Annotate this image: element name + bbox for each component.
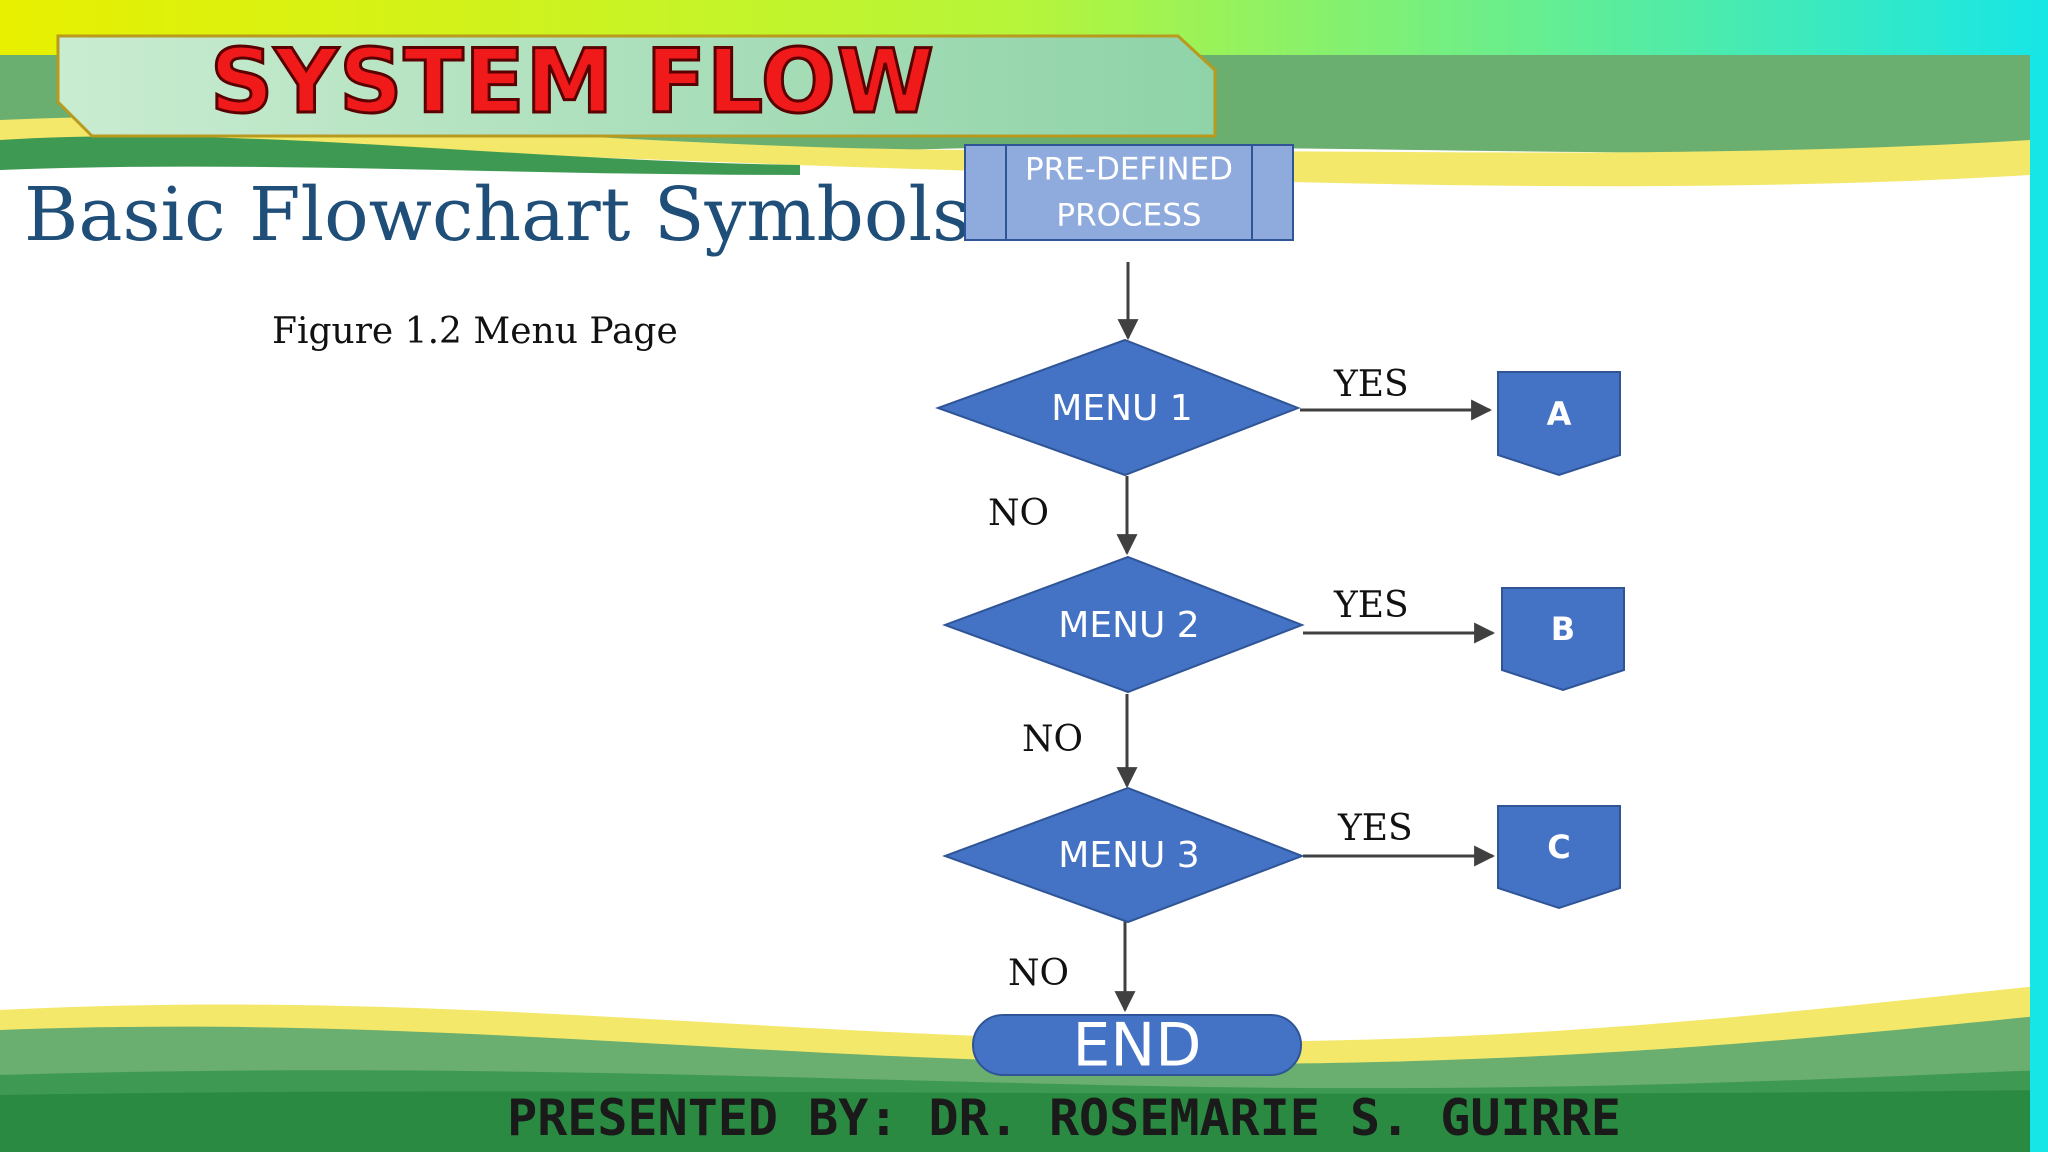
edge-label-yes-1: YES xyxy=(1333,364,1409,405)
process-label-line2: PROCESS xyxy=(1056,198,1201,234)
decision-menu-3-label: MENU 3 xyxy=(1058,835,1199,876)
process-label-line1: PRE-DEFINED xyxy=(1025,152,1233,188)
connector-c-label: C xyxy=(1547,828,1570,866)
end-terminator: END xyxy=(972,1011,1302,1081)
connector-a: A xyxy=(1497,371,1621,477)
decision-menu-1-label: MENU 1 xyxy=(1051,388,1192,429)
edge-label-no-2: NO xyxy=(1022,719,1083,760)
figure-caption: Figure 1.2 Menu Page xyxy=(272,311,678,352)
connector-a-label: A xyxy=(1547,395,1572,433)
decision-menu-2-label: MENU 2 xyxy=(1058,605,1199,646)
decision-menu-3: MENU 3 xyxy=(942,786,1305,924)
edge-label-yes-3: YES xyxy=(1337,808,1413,849)
connector-c: C xyxy=(1497,805,1621,910)
predefined-process-node: PRE-DEFINED PROCESS xyxy=(964,144,1294,241)
decision-menu-1: MENU 1 xyxy=(935,338,1301,477)
subtitle: Basic Flowchart Symbols xyxy=(24,172,971,258)
decision-menu-2: MENU 2 xyxy=(942,555,1305,694)
connector-b: B xyxy=(1501,587,1625,692)
edge-label-no-1: NO xyxy=(988,493,1049,534)
slide-title: SYSTEM FLOW xyxy=(209,30,936,133)
end-label: END xyxy=(1073,1011,1202,1081)
presenter-footer: PRESENTED BY: DR. ROSEMARIE S. GUIRRE xyxy=(507,1089,1621,1147)
edge-label-yes-2: YES xyxy=(1333,585,1409,626)
connector-b-label: B xyxy=(1551,610,1575,648)
edge-label-no-3: NO xyxy=(1008,953,1069,994)
